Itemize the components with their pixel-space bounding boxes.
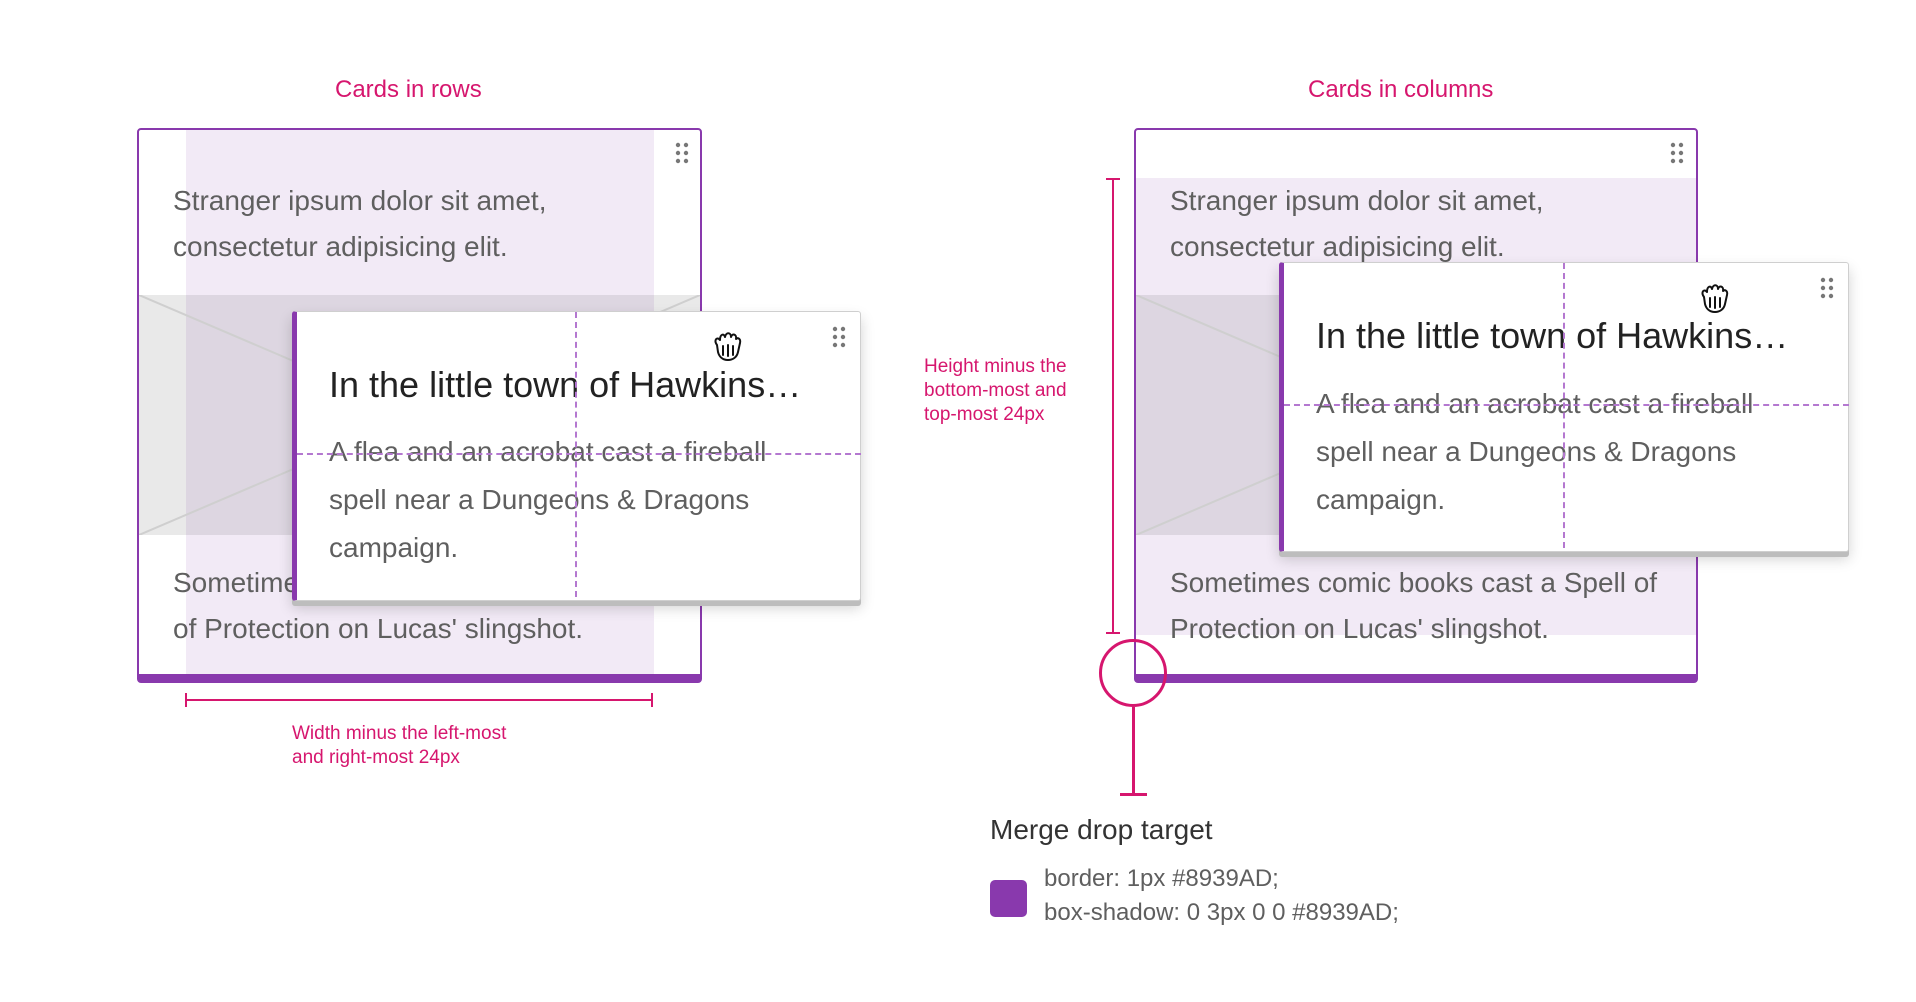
width-measure-line [185, 699, 653, 701]
drag-grip-icon[interactable] [832, 326, 846, 348]
grab-hand-icon [710, 328, 746, 364]
height-note: Height minus the bottom-most and top-mos… [924, 356, 1067, 425]
section-title-columns: Cards in columns [1308, 76, 1494, 103]
callout-leader-cap [1120, 793, 1147, 796]
horizontal-center-guide [1284, 404, 1849, 406]
vertical-center-guide [575, 312, 577, 597]
vertical-center-guide [1563, 263, 1565, 548]
width-measure-tick-right [651, 693, 653, 707]
width-measure-tick-left [185, 693, 187, 707]
merge-target-callout-circle [1099, 639, 1167, 707]
box-shadow-rule: box-shadow: 0 3px 0 0 #8939AD; [1044, 899, 1399, 926]
row-card-top-text: Stranger ipsum dolor sit amet, consectet… [173, 185, 547, 262]
merge-target-title: Merge drop target [990, 814, 1213, 845]
merge-color-swatch [990, 880, 1027, 917]
height-measure-tick-top [1106, 178, 1120, 180]
dragged-card-body: A flea and an acrobat cast a fireball sp… [329, 436, 767, 563]
height-measure-tick-bottom [1106, 632, 1120, 634]
drag-grip-icon[interactable] [1820, 277, 1834, 299]
width-note: Width minus the left-most and right-most… [292, 723, 507, 768]
grab-hand-icon [1697, 280, 1733, 316]
dragged-card-title: In the little town of Hawkins… [1316, 315, 1789, 356]
dragged-card-body: A flea and an acrobat cast a fireball sp… [1316, 388, 1754, 515]
column-card-bottom-text: Sometimes comic books cast a Spell of Pr… [1170, 567, 1658, 644]
height-measure-line [1112, 179, 1114, 633]
border-rule: border: 1px #8939AD; [1044, 865, 1279, 892]
drag-grip-icon[interactable] [1670, 142, 1684, 164]
drag-grip-icon[interactable] [675, 142, 689, 164]
dragged-card-title: In the little town of Hawkins… [329, 364, 802, 405]
column-card-top-text: Stranger ipsum dolor sit amet, consectet… [1170, 185, 1544, 262]
section-title-rows: Cards in rows [335, 76, 482, 103]
horizontal-center-guide [297, 453, 861, 455]
callout-leader-line [1132, 707, 1135, 795]
